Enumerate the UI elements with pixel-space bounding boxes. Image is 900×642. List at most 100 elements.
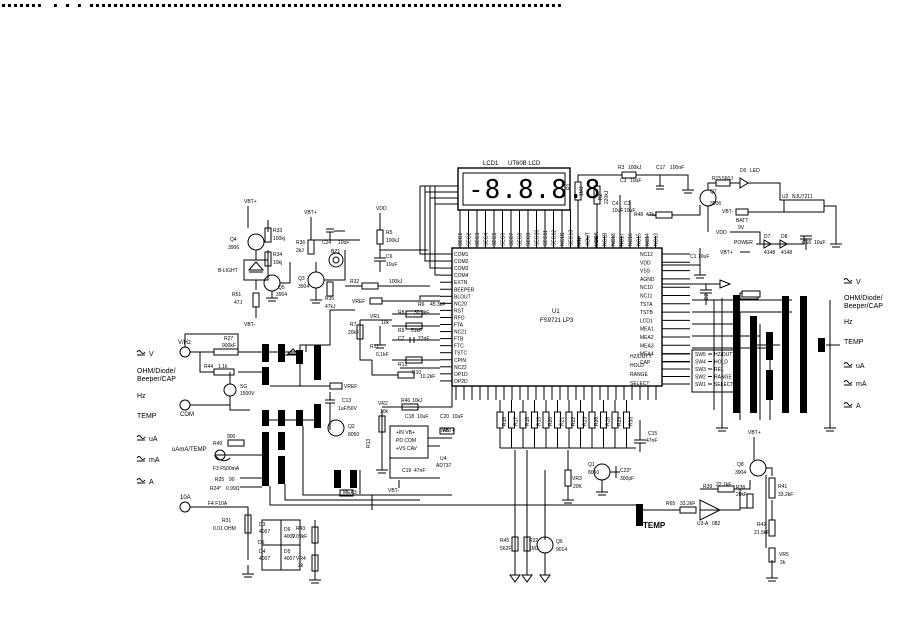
svg-text:47kJ: 47kJ: [325, 304, 336, 310]
function-title: uA: [856, 363, 865, 370]
ic-pin-label: COM2: [454, 259, 469, 265]
svg-text:8050: 8050: [588, 470, 599, 476]
perf-dot: [390, 4, 393, 7]
resistor-ref: R20: [548, 417, 554, 426]
backlight-buzzer-circuit: VBT+ Q4 3906 B-LIGHT R51 47J VBT- R33 10…: [218, 199, 430, 328]
resistor-ref: R19: [537, 417, 543, 426]
svg-text:R41: R41: [778, 484, 787, 490]
svg-text:LED: LED: [750, 168, 760, 174]
svg-text:4148: 4148: [764, 250, 775, 256]
svg-text:R25: R25: [215, 477, 224, 483]
perf-dot: [396, 4, 399, 7]
ic-pin-label: NC10: [640, 285, 653, 291]
ic-pin-label: OP2D: [454, 379, 468, 385]
ic-pin-label: COM1: [454, 252, 469, 258]
svg-text:R36: R36: [296, 240, 305, 246]
ac-dc-icon: [136, 350, 146, 356]
ic-pin-label: MEA3: [640, 343, 654, 349]
perf-dot: [38, 4, 41, 7]
ic-pin-label: BEEPER: [454, 287, 475, 293]
perf-dot: [26, 4, 29, 7]
svg-text:SG: SG: [240, 384, 247, 390]
ic-pin-label: LCD1: [640, 318, 653, 324]
svg-text:B-LIGHT: B-LIGHT: [218, 268, 238, 274]
perf-dot: [78, 4, 81, 7]
oscillator-power: R3 100kJ C3 10uF C17 100nF R1 1MJ R2 220…: [566, 165, 842, 305]
perf-dot: [234, 4, 237, 7]
perf-dot: [282, 4, 285, 7]
svg-text:U2: U2: [782, 194, 789, 200]
perf-dot: [552, 4, 555, 7]
svg-text:R7: R7: [350, 322, 357, 328]
ic-bottom-pins: [455, 386, 657, 400]
svg-text:9014: 9014: [556, 547, 567, 553]
svg-text:900kF: 900kF: [222, 343, 236, 349]
perf-dot: [498, 4, 501, 7]
ic-pin-label: SEG9: [526, 232, 532, 246]
ic-pin-label: SEG5: [492, 232, 498, 246]
svg-text:10.2kF: 10.2kF: [420, 374, 435, 380]
svg-text:51kF: 51kF: [411, 328, 422, 334]
perf-dot: [480, 4, 483, 7]
perf-dot: [120, 4, 123, 7]
svg-text:R11: R11: [370, 344, 379, 350]
svg-text:100kj: 100kj: [273, 236, 285, 242]
perf-dot: [438, 4, 441, 7]
function-title: Beeper/CAP: [844, 303, 883, 310]
switch-ref: SW1: [695, 382, 706, 388]
perf-dot: [228, 4, 231, 7]
svg-text:R65: R65: [666, 501, 675, 507]
ic-pin-label: NC16: [628, 233, 634, 246]
ic-pin-label: NC22: [454, 365, 467, 371]
svg-text:0.01 OHM: 0.01 OHM: [213, 526, 236, 532]
function-title: V: [149, 351, 154, 358]
svg-text:PD COM: PD COM: [396, 438, 416, 444]
ic-pin-label: NC14: [645, 233, 651, 246]
svg-text:R24*: R24*: [210, 486, 221, 492]
svg-text:10uF: 10uF: [338, 240, 349, 246]
svg-text:R10: R10: [412, 370, 421, 376]
svg-text:U3-A: U3-A: [697, 521, 709, 527]
perf-dot: [414, 4, 417, 7]
svg-text:C6: C6: [386, 254, 393, 260]
perf-dot: [108, 4, 111, 7]
perf-dot: [546, 4, 549, 7]
ac-dc-icon: [843, 402, 853, 408]
svg-text:33.2kF: 33.2kF: [778, 492, 793, 498]
ic-left-pins: COM1COM2COM3COM4EXTNBEEPERBLOUTNC20RSTRF…: [419, 185, 475, 385]
svg-text:VR4: VR4: [296, 556, 306, 562]
svg-text:Q5: Q5: [278, 285, 285, 291]
svg-text:1.1k: 1.1k: [218, 364, 228, 370]
perf-dot: [54, 4, 57, 7]
ic-function-label: HZ/DUTY: [630, 354, 652, 360]
svg-text:10kJ: 10kJ: [412, 398, 423, 404]
svg-text:560J: 560J: [722, 176, 733, 182]
ic-pin-label: SEG13: [569, 230, 575, 246]
perf-dot: [324, 4, 327, 7]
svg-text:C7: C7: [398, 336, 405, 342]
svg-text:R5: R5: [386, 230, 393, 236]
ic-pin-label: TSTA: [640, 302, 653, 308]
svg-text:C4: C4: [612, 201, 619, 207]
perf-dot: [114, 4, 117, 7]
perf-dot: [126, 4, 129, 7]
perf-dot: [246, 4, 249, 7]
svg-text:VR5: VR5: [779, 552, 789, 558]
svg-text:R31: R31: [222, 518, 231, 524]
perf-dot: [360, 4, 363, 7]
perf-dot: [102, 4, 105, 7]
svg-text:Q2: Q2: [348, 424, 355, 430]
rc-network: R7 20kF VR1 10k R8 30.9kF R9 51kF C7 27n…: [348, 295, 445, 380]
perf-dot: [384, 4, 387, 7]
right-range-switch: MEA3: [692, 292, 840, 432]
perf-dot: [444, 4, 447, 7]
function-title: mA: [856, 381, 867, 388]
perf-dot: [336, 4, 339, 7]
perf-dot: [522, 4, 525, 7]
ic-pin-label: XOUT: [586, 232, 592, 246]
perf-dot: [456, 4, 459, 7]
ic-pin-label: SEG2: [467, 232, 473, 246]
svg-text:R42: R42: [757, 522, 766, 528]
terminal-com: [179, 399, 191, 411]
